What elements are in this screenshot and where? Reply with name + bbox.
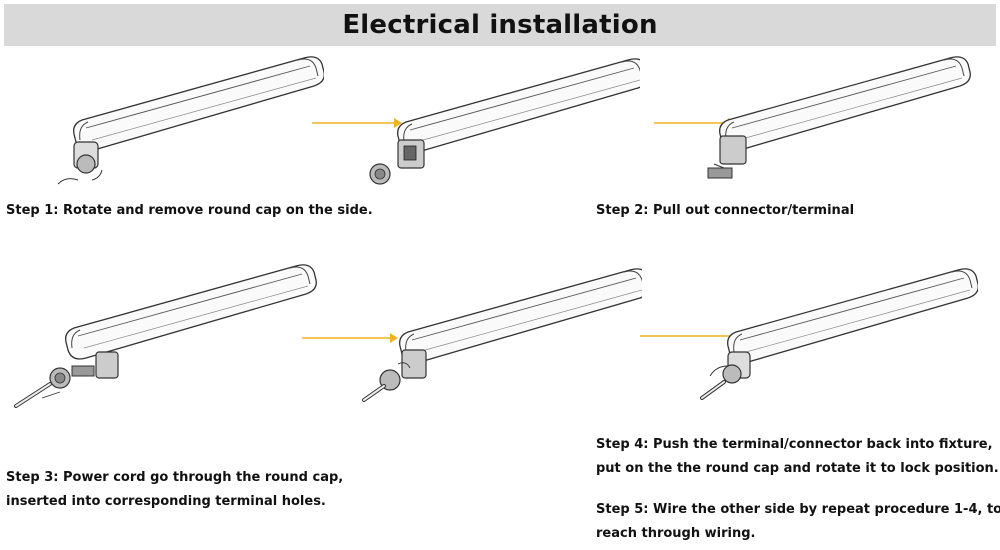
step-1-text: Step 1: Rotate and remove round cap on t… [6,203,373,218]
illustration-step2-connector [707,56,971,179]
step-3-text: Step 3: Power cord go through the round … [6,466,343,514]
illustration-step4-locked [700,268,978,400]
illustration-step1-cap-removed [369,58,640,185]
step-4-line-1: Step 4: Push the terminal/connector back… [596,437,993,452]
step-2-text: Step 2: Pull out connector/terminal [596,203,855,218]
step-5-line-1: Step 5: Wire the other side by repeat pr… [596,502,1000,517]
illustration-step1-fixture [57,56,324,185]
arrow-icon [312,118,402,128]
step-5-text: Step 5: Wire the other side by repeat pr… [596,498,1000,546]
page-title: Electrical installation [342,10,658,40]
step-3-line-1: Step 3: Power cord go through the round … [6,470,344,485]
step-4-text: Step 4: Push the terminal/connector back… [596,433,999,481]
illustration-step3-inserted [362,268,642,402]
step-5-line-2: reach through wiring. [596,526,756,541]
title-bar: Electrical installation [4,4,996,46]
illustration-step3-cord [14,264,317,408]
step-3-line-2: inserted into corresponding terminal hol… [6,494,326,509]
arrow-icon [302,333,398,343]
step-4-line-2: put on the the round cap and rotate it t… [596,461,999,476]
